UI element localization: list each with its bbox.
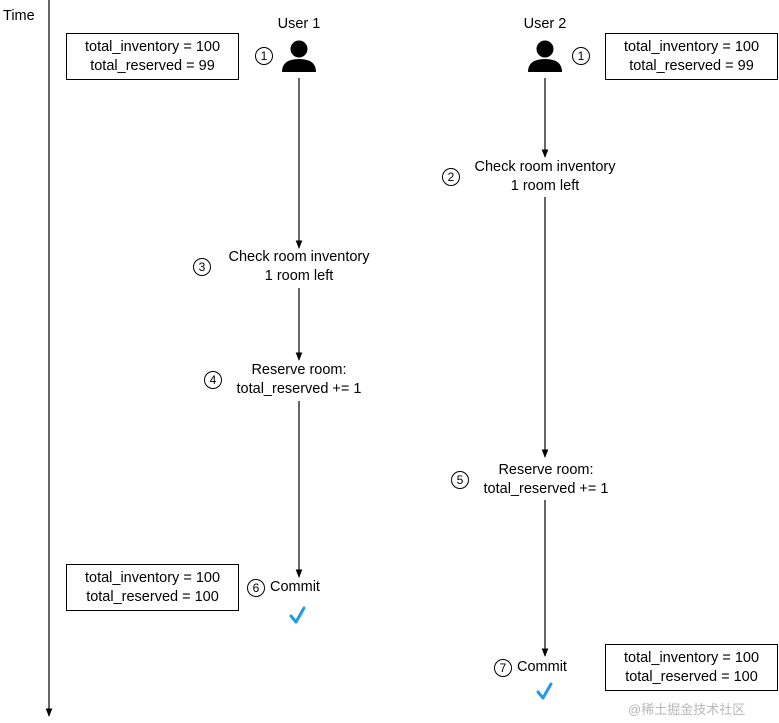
check-result: 1 room left (264, 268, 334, 284)
time-label: Time (3, 8, 35, 24)
total-reserved-text: total_reserved = 99 (629, 57, 754, 74)
total-reserved-text: total_reserved = 99 (90, 57, 215, 74)
user-1-reserve-room: Reserve room: total_reserved += 1 (222, 361, 376, 399)
user-1-step-3: 3 (193, 258, 211, 276)
reserve-title: Reserve room: (498, 462, 594, 478)
total-reserved-text: total_reserved = 100 (625, 668, 758, 685)
user-2-commit: Commit (517, 659, 567, 675)
user-2-label: User 2 (523, 16, 567, 32)
user-1-commit: Commit (270, 579, 320, 595)
user-1-initial-state-box: total_inventory = 100 total_reserved = 9… (66, 33, 239, 80)
reserve-title: Reserve room: (251, 362, 347, 378)
user-1-final-state-box: total_inventory = 100 total_reserved = 1… (66, 564, 239, 611)
check-title: Check room inventory (228, 249, 370, 265)
user-1-check-inventory: Check room inventory 1 room left (213, 248, 385, 286)
user-1-step-6: 6 (247, 579, 265, 597)
check-title: Check room inventory (474, 159, 616, 175)
total-reserved-text: total_reserved = 100 (86, 588, 219, 605)
user-1-label: User 1 (277, 16, 321, 32)
user-1-step-4: 4 (204, 371, 222, 389)
reserve-action: total_reserved += 1 (483, 481, 609, 497)
reserve-action: total_reserved += 1 (236, 381, 362, 397)
watermark: @稀土掘金技术社区 (628, 702, 746, 717)
user-2-step-5: 5 (451, 471, 469, 489)
user-2-final-state-box: total_inventory = 100 total_reserved = 1… (605, 644, 778, 691)
user-2-step-1: 1 (572, 47, 590, 65)
user-2-step-7: 7 (494, 659, 512, 677)
user-2-step-2: 2 (442, 168, 460, 186)
user-2-initial-state-box: total_inventory = 100 total_reserved = 9… (605, 33, 778, 80)
user-2-reserve-room: Reserve room: total_reserved += 1 (469, 461, 623, 499)
total-inventory-text: total_inventory = 100 (623, 650, 760, 666)
total-inventory-text: total_inventory = 100 (623, 39, 760, 55)
check-result: 1 room left (510, 178, 580, 194)
user-1-step-1: 1 (255, 47, 273, 65)
total-inventory-text: total_inventory = 100 (84, 39, 221, 55)
user-2-check-inventory: Check room inventory 1 room left (460, 158, 630, 196)
total-inventory-text: total_inventory = 100 (84, 570, 221, 586)
